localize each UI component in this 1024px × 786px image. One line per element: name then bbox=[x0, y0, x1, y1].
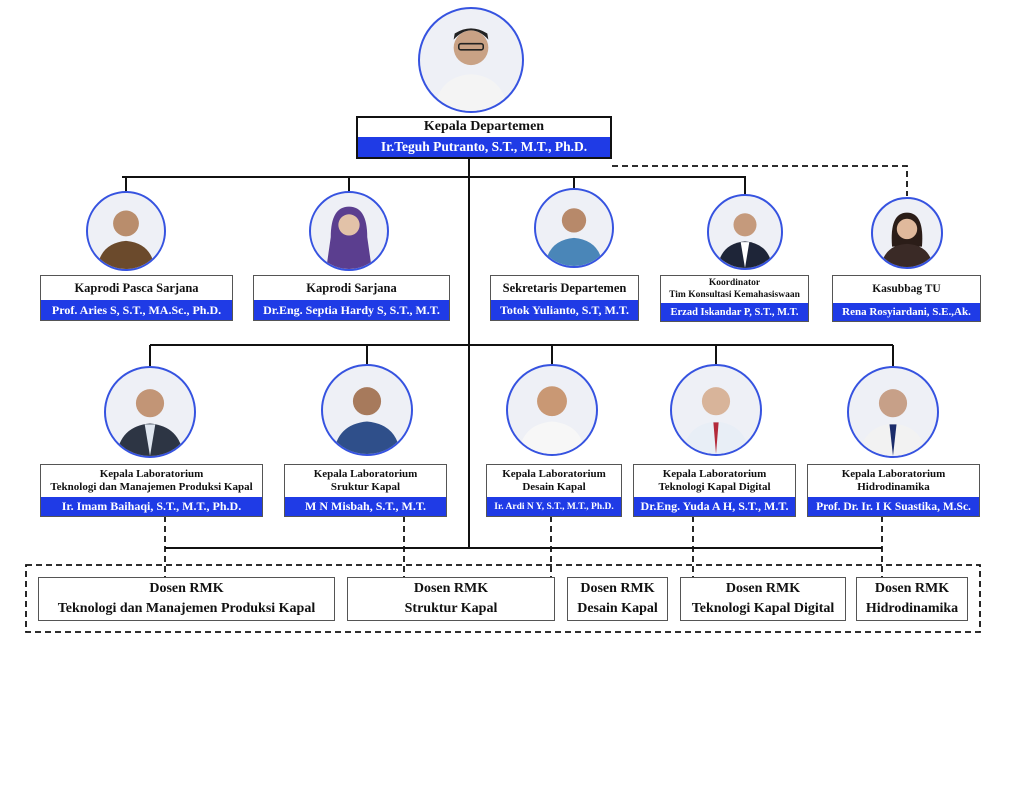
title-line: Tim Konsultasi Kemahasiswaan bbox=[669, 289, 800, 300]
dosen-rmk-box: Dosen RMK Desain Kapal bbox=[567, 577, 668, 621]
person-name: Ir. Imam Baihaqi, S.T., M.T., Ph.D. bbox=[41, 497, 262, 516]
title-line: Kaprodi Pasca Sarjana bbox=[74, 280, 199, 295]
person-icon bbox=[717, 213, 773, 268]
person-name: Dr.Eng. Septia Hardy S, S.T., M.T. bbox=[254, 300, 449, 320]
row1-photo bbox=[871, 197, 943, 269]
dosen-rmk-box: Dosen RMK Teknologi dan Manajemen Produks… bbox=[38, 577, 335, 621]
row2-photo bbox=[321, 364, 413, 456]
head-box: Kepala Departemen Ir.Teguh Putranto, S.T… bbox=[356, 116, 612, 159]
dosen-rmk-box: Dosen RMK Hidrodinamika bbox=[856, 577, 968, 621]
title-line: Sruktur Kapal bbox=[330, 481, 401, 493]
title-line: Teknologi Kapal Digital bbox=[658, 481, 771, 493]
person-icon bbox=[682, 387, 750, 454]
person-icon bbox=[434, 28, 508, 111]
dosen-label: Dosen RMK bbox=[149, 581, 224, 597]
person-name: Ir. Ardi N Y, S.T., M.T., Ph.D. bbox=[487, 497, 621, 516]
dosen-group: Desain Kapal bbox=[577, 601, 658, 616]
person-name: M N Misbah, S.T., M.T. bbox=[285, 497, 446, 516]
title-line: Kepala Laboratorium bbox=[99, 467, 204, 480]
dosen-rmk-box: Dosen RMK Struktur Kapal bbox=[347, 577, 555, 621]
dosen-group: Struktur Kapal bbox=[404, 601, 498, 616]
title-line: Kasubbag TU bbox=[872, 282, 941, 295]
person-name: Rena Rosyiardani, S.E.,Ak. bbox=[833, 303, 980, 321]
row1-photo bbox=[309, 191, 389, 271]
dosen-label: Dosen RMK bbox=[725, 581, 801, 597]
person-name: Prof. Aries S, S.T., MA.Sc., Ph.D. bbox=[41, 300, 232, 320]
person-name: Prof. Dr. Ir. I K Suastika, M.Sc. bbox=[808, 497, 979, 516]
title-line: Hidrodinamika bbox=[857, 481, 930, 493]
title-line: Teknologi dan Manajemen Produksi Kapal bbox=[50, 481, 253, 493]
person-icon bbox=[859, 389, 927, 456]
row1-photo bbox=[534, 188, 614, 268]
title-line: Kepala Laboratorium bbox=[662, 467, 767, 480]
person-icon bbox=[326, 206, 372, 269]
title-line: Kepala Laboratorium bbox=[841, 467, 946, 480]
dosen-group: Hidrodinamika bbox=[865, 601, 959, 616]
title-line: Kepala Laboratorium bbox=[502, 467, 606, 480]
person-icon bbox=[545, 208, 603, 266]
dosen-group: Teknologi Kapal Digital bbox=[691, 601, 835, 616]
person-icon bbox=[518, 386, 586, 454]
row1-photo bbox=[86, 191, 166, 271]
title-line: Koordinator bbox=[708, 278, 761, 289]
dosen-label: Dosen RMK bbox=[413, 581, 489, 597]
position-title: Kasubbag TU bbox=[833, 276, 980, 303]
person-name: Ir.Teguh Putranto, S.T., M.T., Ph.D. bbox=[358, 137, 610, 157]
position-title: Kaprodi Pasca Sarjana bbox=[41, 276, 232, 300]
person-icon bbox=[881, 212, 933, 267]
row2-photo bbox=[506, 364, 598, 456]
row1-photo bbox=[707, 194, 783, 270]
row2-photo bbox=[847, 366, 939, 458]
dosen-group: Teknologi dan Manajemen Produksi Kapal bbox=[57, 601, 316, 616]
title-line: Sekretaris Departemen bbox=[502, 280, 627, 295]
row2-photo bbox=[670, 364, 762, 456]
title-line: Desain Kapal bbox=[522, 481, 586, 493]
position-title: Kaprodi Sarjana bbox=[254, 276, 449, 300]
title-line: Kepala Laboratorium bbox=[313, 467, 418, 480]
person-name: Erzad Iskandar P, S.T., M.T. bbox=[661, 303, 808, 321]
person-name: Dr.Eng. Yuda A H, S.T., M.T. bbox=[634, 497, 795, 516]
dosen-rmk-box: Dosen RMK Teknologi Kapal Digital bbox=[680, 577, 846, 621]
person-icon bbox=[333, 387, 401, 454]
head-photo bbox=[418, 7, 524, 113]
position-title: Kepala Departemen bbox=[423, 119, 545, 135]
row1-box: Kasubbag TU Rena Rosyiardani, S.E.,Ak. bbox=[832, 275, 981, 322]
dosen-label: Dosen RMK bbox=[580, 581, 655, 597]
person-icon bbox=[116, 389, 184, 456]
position-title: Sekretaris Departemen bbox=[491, 276, 638, 300]
person-icon bbox=[97, 210, 155, 269]
person-name: Totok Yulianto, S.T, M.T. bbox=[491, 300, 638, 320]
dosen-label: Dosen RMK bbox=[874, 581, 950, 597]
row2-photo bbox=[104, 366, 196, 458]
title-line: Kaprodi Sarjana bbox=[306, 280, 397, 295]
